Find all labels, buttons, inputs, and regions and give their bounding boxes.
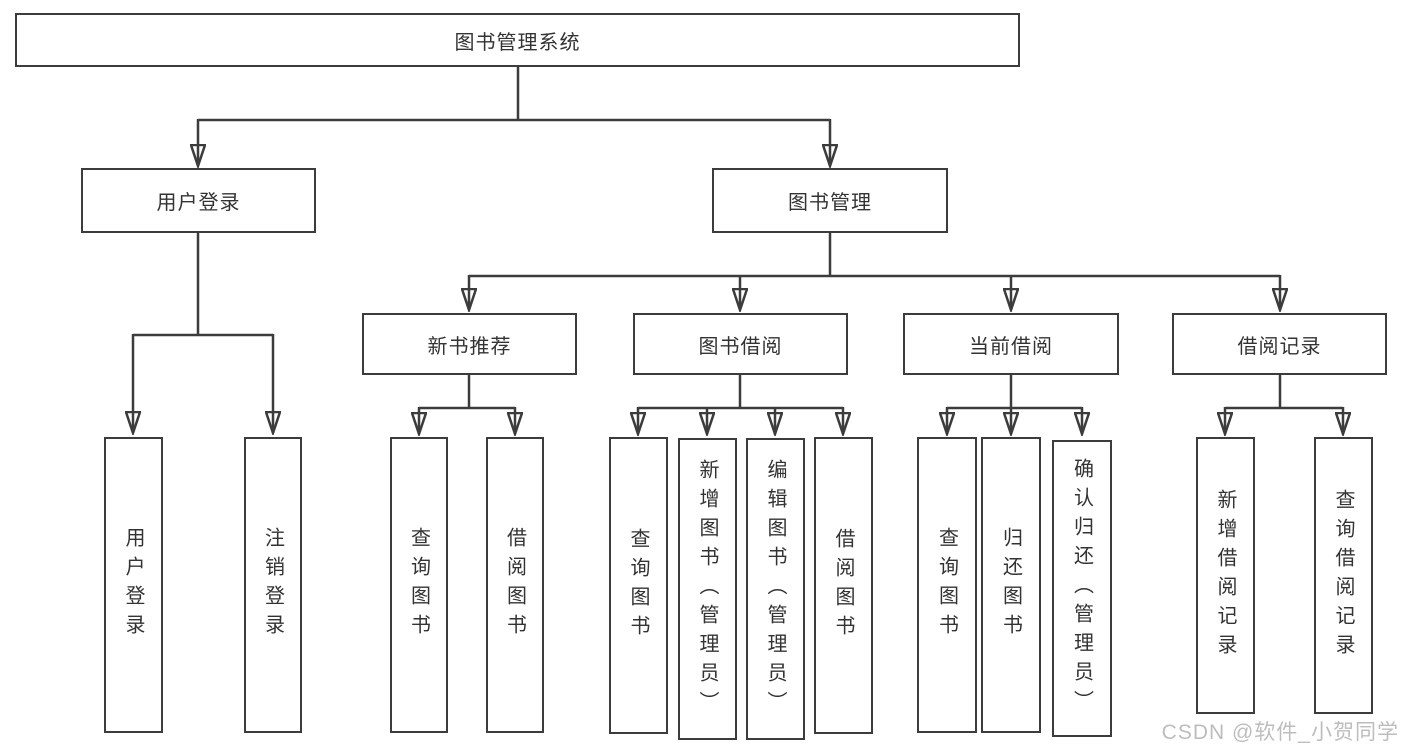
node-label: 新增借阅记录	[1214, 488, 1236, 663]
leaf-query-books-current: 查询图书	[917, 437, 977, 733]
leaf-edit-books-admin: 编辑图书（管理员）	[746, 438, 805, 740]
node-label: 用户登录	[156, 192, 241, 214]
node-label: 查询图书	[935, 527, 958, 643]
node-book-management: 图书管理	[712, 168, 948, 233]
node-label: 编辑图书（管理员）	[764, 458, 786, 720]
leaf-confirm-return-admin: 确认归还（管理员）	[1052, 440, 1112, 737]
node-label: 查询图书	[627, 527, 649, 644]
node-label: 注销登录	[261, 527, 284, 643]
node-label: 借阅记录	[1237, 335, 1322, 358]
node-label: 图书管理系统	[454, 31, 581, 54]
node-label: 新增图书（管理员）	[696, 458, 718, 720]
node-label: 借阅图书	[832, 527, 854, 644]
node-label: 确认归还（管理员）	[1070, 458, 1093, 719]
node-current-borrow: 当前借阅	[903, 313, 1119, 375]
leaf-add-borrow-record: 新增借阅记录	[1196, 437, 1255, 714]
node-label: 图书管理	[788, 192, 872, 214]
node-label: 查询借阅记录	[1332, 488, 1354, 663]
leaf-borrow-books: 借阅图书	[814, 437, 873, 734]
node-label: 查询图书	[407, 527, 430, 643]
csdn-watermark: CSDN @软件_小贺同学	[1161, 721, 1399, 744]
node-label: 新书推荐	[427, 335, 512, 358]
node-label: 用户登录	[122, 527, 144, 643]
node-label: 归还图书	[999, 527, 1022, 643]
leaf-return-books: 归还图书	[981, 437, 1041, 733]
node-new-book-recommend: 新书推荐	[362, 313, 577, 375]
node-label: 借阅图书	[503, 527, 526, 643]
leaf-logout: 注销登录	[244, 437, 302, 733]
leaf-query-books-borrow: 查询图书	[609, 437, 668, 734]
node-book-borrow: 图书借阅	[633, 313, 848, 375]
node-borrow-record: 借阅记录	[1172, 313, 1387, 375]
leaf-borrow-books-recommend: 借阅图书	[486, 437, 544, 733]
node-label: 当前借阅	[969, 335, 1053, 358]
node-root-system: 图书管理系统	[15, 13, 1020, 67]
leaf-add-books-admin: 新增图书（管理员）	[678, 438, 737, 740]
leaf-query-borrow-record: 查询借阅记录	[1314, 437, 1373, 714]
node-user-login: 用户登录	[81, 168, 316, 233]
node-label: 图书借阅	[698, 335, 783, 358]
leaf-query-books-recommend: 查询图书	[390, 437, 448, 733]
leaf-user-login: 用户登录	[104, 437, 163, 733]
